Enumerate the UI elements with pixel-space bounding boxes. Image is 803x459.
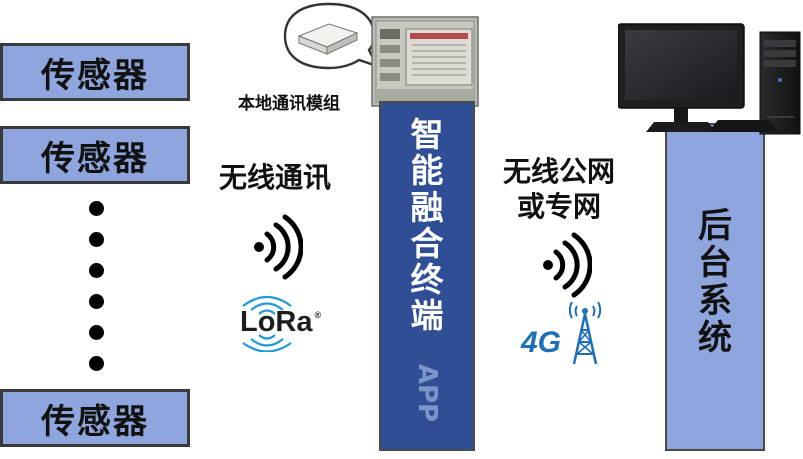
wireless-signal-icon	[254, 214, 303, 280]
ellipsis-dot	[89, 356, 104, 371]
terminal-char: 融	[410, 187, 444, 227]
backend-char: 系	[698, 280, 732, 321]
terminal-char: 能	[410, 151, 444, 191]
local-module-label: 本地通讯模组	[238, 94, 340, 114]
ellipsis-dot	[89, 263, 104, 278]
backend-char: 台	[698, 243, 732, 284]
wireless-comm-label: 无线通讯	[219, 161, 332, 194]
ellipsis-dot	[89, 325, 104, 340]
fourg-label: 4G	[521, 326, 562, 359]
local-module-device-icon	[283, 2, 380, 70]
wireless-signal-icon	[543, 232, 592, 298]
sensor-box-2: 传感器	[0, 126, 190, 184]
backend-system-column	[665, 123, 765, 451]
cell-tower-icon	[568, 301, 602, 365]
backend-system-label: 后 台 系 统	[680, 206, 750, 359]
terminal-char: 端	[410, 296, 444, 336]
backend-char: 后	[698, 206, 732, 246]
smart-terminal-label: 智 能 融 合 终 端	[392, 115, 462, 336]
public-network-label-line2: 或专网	[517, 190, 602, 223]
app-label: APP	[412, 363, 443, 423]
terminal-char: 合	[410, 223, 444, 263]
public-network-label-line1: 无线公网	[503, 155, 616, 188]
terminal-char: 智	[410, 115, 444, 154]
terminal-char: 终	[410, 260, 444, 300]
desktop-computer-icon	[618, 23, 801, 135]
backend-char: 统	[698, 318, 732, 359]
smart-terminal-column	[379, 101, 475, 451]
ellipsis-dot	[89, 294, 104, 309]
ellipsis-dot	[89, 232, 104, 247]
ellipsis-dot	[89, 201, 104, 216]
smart-terminal-device-icon	[371, 16, 479, 107]
sensor-box-3: 传感器	[0, 389, 190, 447]
sensor-label: 传感器	[41, 138, 149, 179]
lora-logo	[242, 295, 292, 352]
sensor-label: 传感器	[41, 55, 149, 96]
sensor-label: 传感器	[41, 401, 149, 442]
registered-mark: ®	[314, 310, 322, 320]
lora-text: LoRa®	[240, 306, 322, 338]
sensor-box-1: 传感器	[0, 43, 190, 101]
